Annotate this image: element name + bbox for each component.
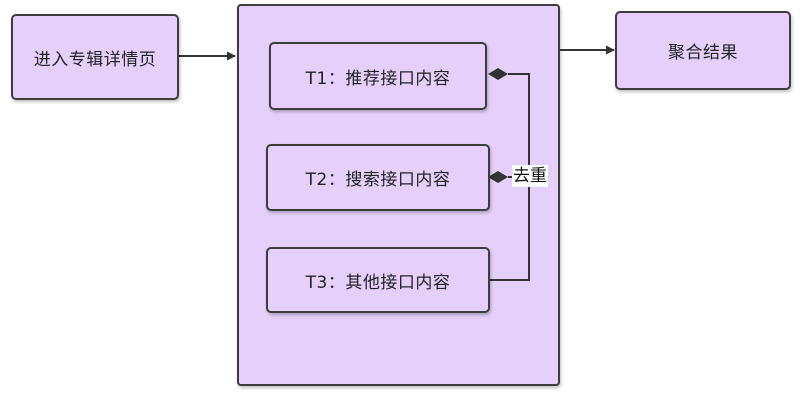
node-t2-label: T2：搜索接口内容 <box>305 170 451 190</box>
node-enter-album-detail-label: 进入专辑详情页 <box>33 49 157 70</box>
diamond-head-t2 <box>488 171 508 183</box>
node-t1-recommend[interactable]: T1：推荐接口内容 <box>269 42 487 110</box>
node-enter-album-detail[interactable]: 进入专辑详情页 <box>11 14 179 100</box>
node-t1-label: T1：推荐接口内容 <box>305 68 451 89</box>
node-t3-label: T3：其他接口内容 <box>305 272 451 293</box>
node-t2-search[interactable]: T2：搜索接口内容 <box>266 144 490 211</box>
node-t3-other[interactable]: T3：其他接口内容 <box>266 247 490 313</box>
node-aggregate-result-label: 聚合结果 <box>668 43 738 63</box>
diamond-head-t1 <box>488 68 508 80</box>
edge-label-dedup: 去重 <box>512 165 548 187</box>
node-aggregate-result[interactable]: 聚合结果 <box>615 11 791 90</box>
